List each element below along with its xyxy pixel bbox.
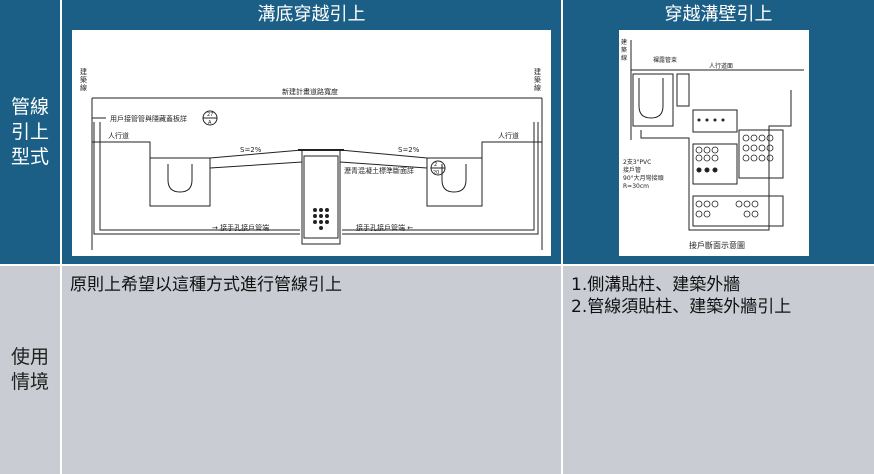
- wall-building-line-label: 建築線: [621, 38, 627, 62]
- section-caption: 接戶斷面示意圖: [689, 240, 745, 250]
- slope-left-label: S=2%: [240, 146, 262, 154]
- row-label-type: 管線 引上 型式: [0, 0, 60, 264]
- detail-ref-2-top: 2: [434, 162, 437, 168]
- detail-ref-1-bottom: A: [208, 120, 212, 126]
- usage-col2: 1.側溝貼柱、建築外牆 2.管線須貼柱、建築外牆引上: [563, 266, 874, 474]
- slope-right-label: S=2%: [398, 146, 420, 154]
- bare-riser-label: 裸露管束: [653, 56, 677, 64]
- building-line-left-label: 建築線: [80, 67, 87, 92]
- building-line-right-label: 建築線: [534, 67, 541, 92]
- asphalt-section-label: 瀝青混凝土標準斷面詳: [344, 166, 414, 175]
- detail-ref-2-bottom: 20: [433, 170, 439, 176]
- diagram-trench-bottom: 建築線 建築線 新建計畫道路寬度 用戶接管管與隱藏蓋板詳 27 A 人行道 人行…: [72, 30, 551, 256]
- trench-bottom-drawing: 建築線 建築線 新建計畫道路寬度 用戶接管管與隱藏蓋板詳 27 A 人行道 人行…: [80, 67, 543, 250]
- sidewalk-right-label: 人行道: [498, 131, 519, 140]
- detail-ref-1-top: 27: [207, 112, 213, 118]
- handhole-left-label: → 接手孔接戶管端: [212, 223, 269, 232]
- divider-1: [60, 0, 62, 474]
- divider-2: [561, 0, 563, 474]
- col1-header: 溝底穿越引上: [257, 4, 366, 25]
- handhole-right-label: 接手孔接戶管端 ←: [356, 223, 413, 232]
- sidewalk-left-label: 人行道: [108, 131, 129, 140]
- col2-type-cell: 穿越溝壁引上: [563, 0, 874, 264]
- col1-type-cell: 溝底穿越引上: [62, 0, 561, 264]
- divider-row: [0, 264, 874, 266]
- sidewalk-surface-label: 人行道面: [709, 62, 733, 70]
- road-width-label: 新建計畫道路寬度: [282, 87, 338, 96]
- row-label-usage: 使用 情境: [0, 266, 60, 474]
- user-pipe-cover-label: 用戶接管管與隱藏蓋板詳: [110, 114, 187, 123]
- usage-col1: 原則上希望以這種方式進行管線引上: [62, 266, 561, 474]
- col2-header: 穿越溝壁引上: [664, 4, 773, 25]
